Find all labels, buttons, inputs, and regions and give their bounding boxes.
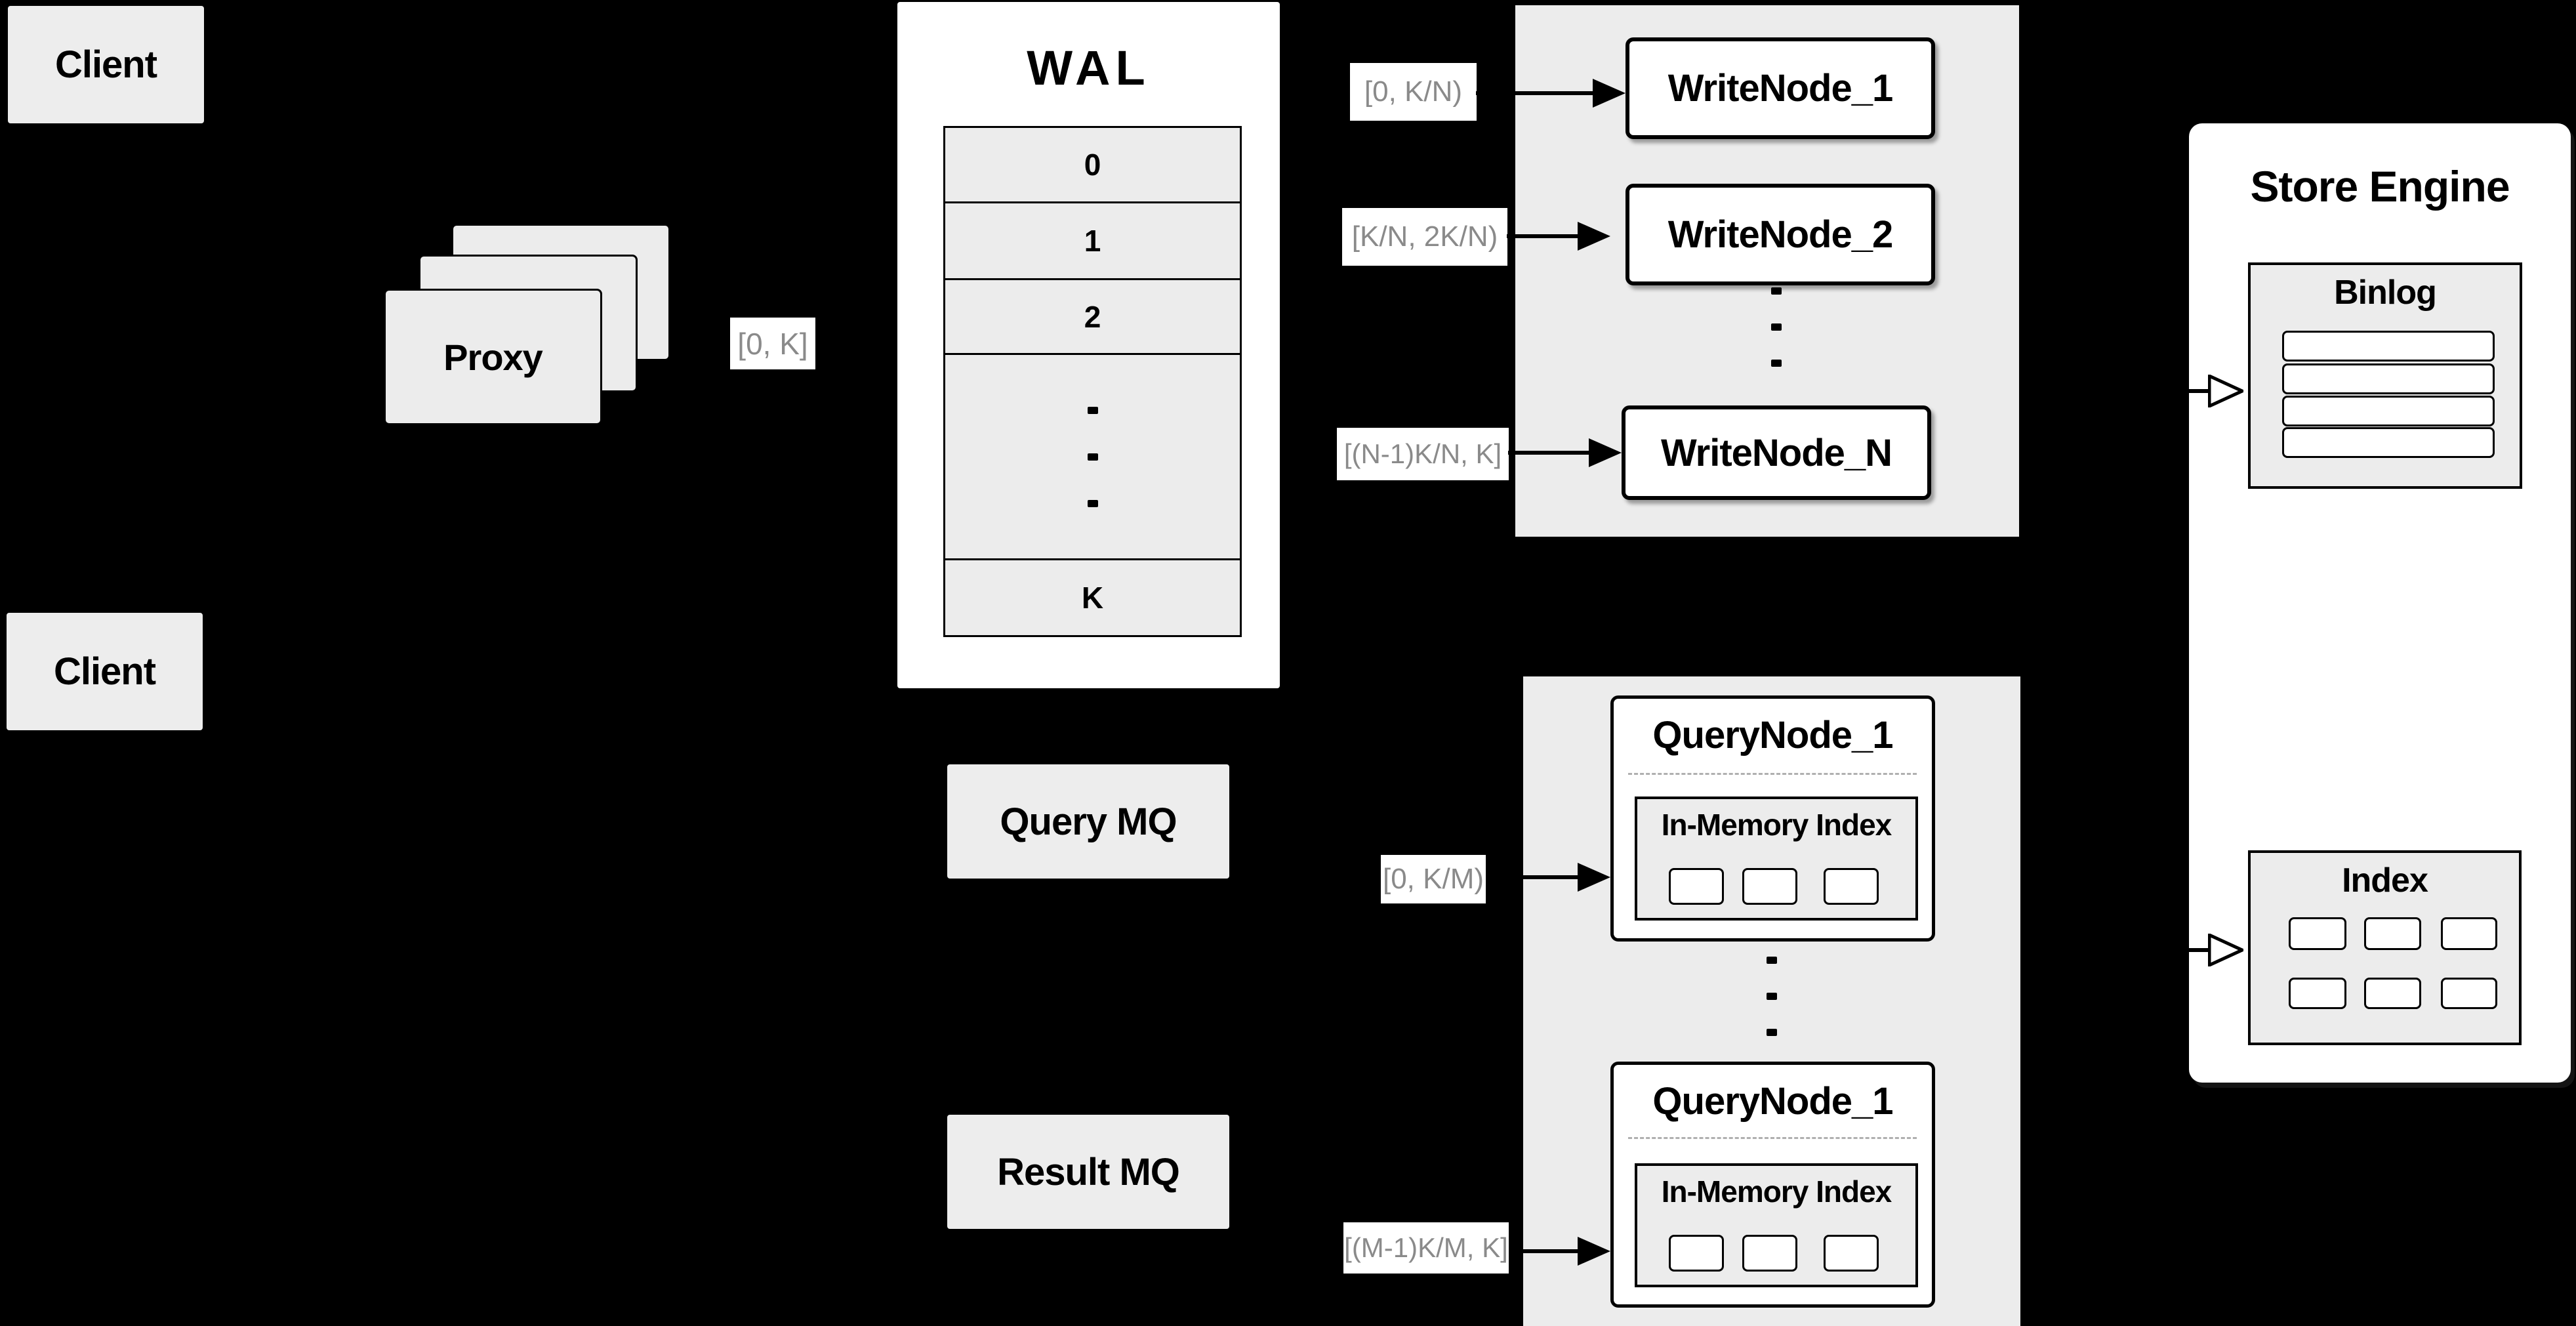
- binlog-box: Binlog: [2248, 262, 2522, 489]
- index-cell: [2364, 917, 2421, 950]
- wal-title: WAL: [1027, 41, 1151, 95]
- write-node-2: WriteNode_2: [1625, 184, 1935, 285]
- write-node-1: WriteNode_1: [1625, 37, 1935, 139]
- vertical-ellipsis-icon: [1087, 406, 1098, 414]
- query-node-2: QueryNode_1 In-Memory Index: [1610, 1062, 1935, 1308]
- arrow-index: [2158, 948, 2211, 952]
- arrowhead-icon: [1578, 222, 1610, 251]
- in-memory-index-1-title: In-Memory Index: [1661, 808, 1892, 842]
- arrow-wn2: [1507, 234, 1578, 238]
- write-node-2-label: WriteNode_2: [1667, 213, 1893, 256]
- wal-box: WAL 0 1 2 K: [897, 2, 1280, 688]
- write-node-n: WriteNode_N: [1622, 405, 1931, 500]
- query-node-1: QueryNode_1 In-Memory Index: [1610, 695, 1935, 942]
- wal-row-k: K: [945, 560, 1240, 635]
- query-node-1-title: QueryNode_1: [1652, 714, 1893, 756]
- wal-row-1: 1: [945, 203, 1240, 280]
- segment-box: [1742, 1235, 1797, 1272]
- wal-row-2: 2: [945, 280, 1240, 355]
- binlog-title: Binlog: [2334, 274, 2437, 312]
- client-2-label: Client: [53, 650, 156, 693]
- arrow-wn1: [1476, 91, 1593, 95]
- wal-row-0: 0: [945, 128, 1240, 203]
- range-label-qn2: [(M-1)K/M, K]: [1343, 1222, 1509, 1274]
- binlog-row: [2282, 331, 2495, 362]
- binlog-row: [2282, 363, 2495, 394]
- arrowhead-icon: [1578, 1237, 1610, 1266]
- result-mq-label: Result MQ: [997, 1150, 1180, 1193]
- index-cell: [2364, 978, 2421, 1009]
- write-node-n-label: WriteNode_N: [1660, 431, 1892, 474]
- client-box-2: Client: [5, 611, 204, 732]
- range-label-wnn: [(N-1)K/N, K]: [1337, 428, 1509, 480]
- segment-box: [1824, 1235, 1879, 1272]
- in-memory-index-2: In-Memory Index: [1635, 1163, 1918, 1287]
- proxy-label: Proxy: [443, 336, 543, 378]
- divider: [1628, 1137, 1917, 1139]
- arrowhead-icon: [1578, 863, 1610, 892]
- arrow-qn1: [1486, 875, 1578, 879]
- arrowhead-icon: [1593, 79, 1625, 108]
- arrow-wnn: [1508, 451, 1589, 455]
- proxy-box: Proxy: [384, 289, 602, 425]
- write-node-ellipsis: [1771, 287, 1782, 367]
- wal-row-ellipsis: [945, 355, 1240, 560]
- divider: [1628, 773, 1917, 775]
- in-memory-index-1: In-Memory Index: [1635, 797, 1918, 921]
- binlog-row: [2282, 396, 2495, 426]
- store-engine-title: Store Engine: [2250, 162, 2510, 211]
- vertical-ellipsis-icon: [1771, 287, 1782, 295]
- range-label-qn1: [0, K/M): [1381, 855, 1486, 903]
- index-cell: [2441, 917, 2497, 950]
- query-mq-label: Query MQ: [1000, 800, 1177, 843]
- range-label-wn2: [K/N, 2K/N): [1342, 208, 1507, 266]
- proxy-stack: Proxy: [384, 224, 670, 425]
- open-arrowhead-icon: [2208, 934, 2243, 966]
- segment-box: [1742, 868, 1797, 905]
- open-arrowhead-icon: [2208, 375, 2243, 407]
- query-node-ellipsis: [1767, 957, 1777, 1036]
- segment-box: [1824, 868, 1879, 905]
- range-label-wn1: [0, K/N): [1350, 63, 1477, 121]
- client-box-1: Client: [7, 5, 205, 125]
- arrow-qn2: [1509, 1249, 1578, 1253]
- arrow-binlog: [2158, 389, 2211, 393]
- query-node-2-title: QueryNode_1: [1652, 1080, 1893, 1123]
- arrowhead-icon: [1589, 438, 1622, 467]
- in-memory-index-2-title: In-Memory Index: [1661, 1174, 1892, 1209]
- result-mq-box: Result MQ: [946, 1113, 1231, 1230]
- range-label-proxy-out: [0, K]: [730, 318, 815, 369]
- index-title: Index: [2342, 861, 2428, 900]
- store-engine-box: Store Engine Binlog Index: [2189, 123, 2571, 1083]
- write-node-1-label: WriteNode_1: [1667, 67, 1893, 110]
- index-cell: [2289, 978, 2346, 1009]
- index-box: Index: [2248, 850, 2522, 1045]
- segment-box: [1669, 868, 1724, 905]
- binlog-row: [2282, 427, 2495, 458]
- vertical-ellipsis-icon: [1767, 957, 1777, 964]
- wal-table: 0 1 2 K: [943, 126, 1242, 637]
- client-1-label: Client: [54, 43, 157, 86]
- segment-box: [1669, 1235, 1724, 1272]
- query-mq-box: Query MQ: [946, 763, 1231, 880]
- index-cell: [2441, 978, 2497, 1009]
- index-cell: [2289, 917, 2346, 950]
